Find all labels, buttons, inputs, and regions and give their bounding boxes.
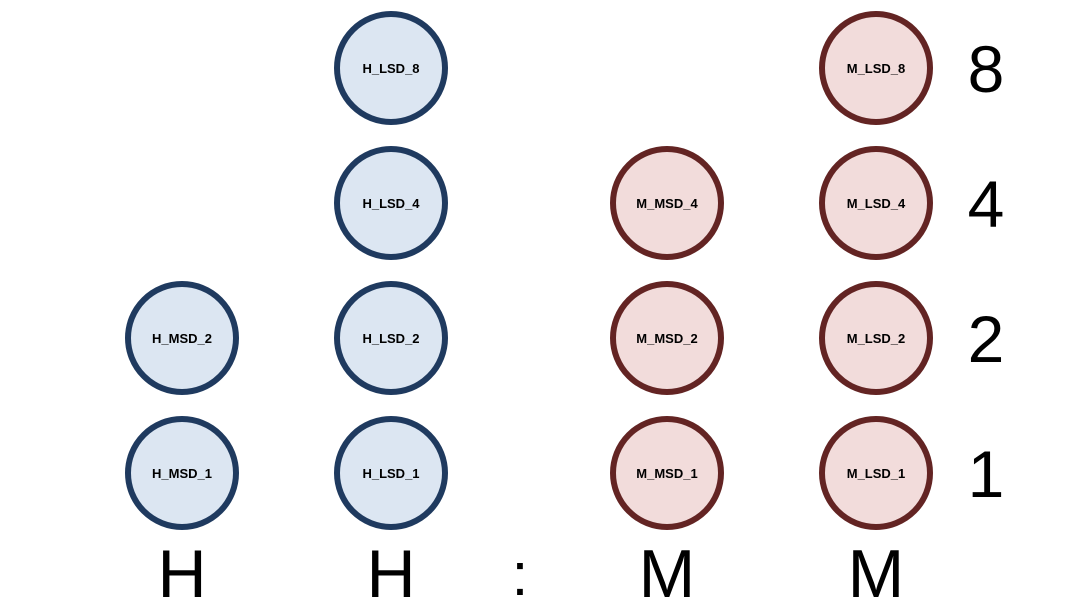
minute-msd-label: M	[638, 536, 696, 612]
led-m-lsd-2: M_LSD_2	[819, 281, 933, 395]
led-h-lsd-1: H_LSD_1	[334, 416, 448, 530]
led-m-lsd-8: M_LSD_8	[819, 11, 933, 125]
led-m-msd-4: M_MSD_4	[610, 146, 724, 260]
minute-lsd-label: M	[847, 536, 905, 612]
weight-label-2: 2	[967, 302, 1005, 376]
led-h-msd-1: H_MSD_1	[125, 416, 239, 530]
weight-label-1: 1	[967, 437, 1005, 511]
led-m-lsd-1: M_LSD_1	[819, 416, 933, 530]
weight-label-4: 4	[967, 167, 1005, 241]
led-h-msd-2: H_MSD_2	[125, 281, 239, 395]
hour-lsd-label: H	[366, 536, 416, 612]
led-h-lsd-4: H_LSD_4	[334, 146, 448, 260]
led-m-lsd-4: M_LSD_4	[819, 146, 933, 260]
led-m-msd-1: M_MSD_1	[610, 416, 724, 530]
led-m-msd-2: M_MSD_2	[610, 281, 724, 395]
led-h-lsd-8: H_LSD_8	[334, 11, 448, 125]
led-h-lsd-2: H_LSD_2	[334, 281, 448, 395]
hour-msd-label: H	[157, 536, 207, 612]
weight-label-8: 8	[967, 32, 1005, 106]
time-separator: :	[511, 541, 529, 608]
